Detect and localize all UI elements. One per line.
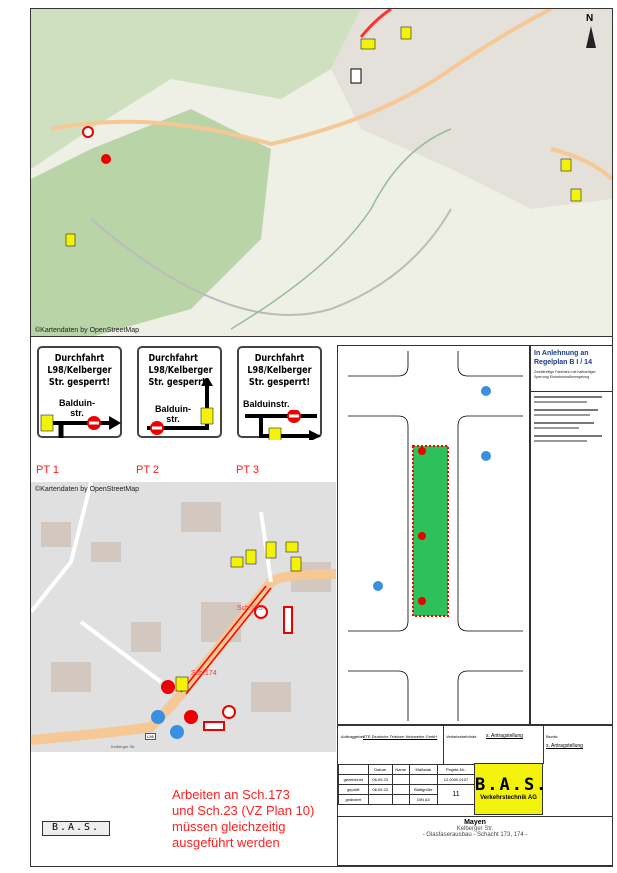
road-label: Kelberger Str.: [111, 744, 136, 749]
project-title: - Glasfaserausbau - Schacht 173, 174 -: [422, 832, 528, 838]
project-street: Kelberger Str.: [456, 826, 494, 832]
sheet-size-label: Blattgröße: [408, 784, 438, 795]
note-line: ausgeführt werden: [172, 835, 280, 850]
detour-sign-pt3: Durchfahrt L98/Kelberger Str. gesperrt! …: [237, 346, 322, 440]
authority-label: Verkehrsbehörde: [446, 734, 477, 739]
client-value: ZTE Deutsche Telekom Netzwerke GmbH: [363, 734, 438, 739]
north-label: N: [586, 13, 594, 24]
header-name: Name: [391, 764, 410, 775]
project-city: Mayen: [464, 819, 486, 826]
sign-street: Balduinstr.: [243, 399, 290, 409]
shaft-174-label: Sch.174: [191, 670, 217, 677]
shaft-173-label: Sch.173: [237, 605, 263, 612]
sign-title: Durchfahrt L98/Kelberger Str. gesperrt!: [247, 353, 312, 388]
company-logo-text: B.A.S.: [475, 775, 549, 795]
regelplan-legend: In Anlehnung an Regelplan B I / 14 Zweis…: [530, 345, 613, 725]
client-label: Auftraggeber:: [341, 734, 366, 739]
sign-title: Durchfahrt L98/Kelberger Str. gesperrt!: [47, 353, 112, 388]
authority-value: s. Antragstellung: [486, 733, 523, 739]
note-line: und Sch.23 (VZ Plan 10): [172, 803, 315, 818]
district-value: s. Antragstellung: [546, 743, 583, 749]
header-project: Projekt-Nr.:: [436, 764, 476, 775]
map-credit: ©Kartendaten by OpenStreetMap: [35, 327, 139, 334]
detour-arrow-icon: [147, 378, 214, 435]
company-name: Verkehrstechnik AG: [480, 795, 537, 801]
row-label: gezeichnet: [338, 774, 369, 785]
pt2-label: PT 2: [136, 464, 160, 476]
row-date: 06.09.23: [367, 774, 393, 785]
pt3-label: PT 3: [236, 464, 260, 476]
project-number: 12 0000 0107: [436, 774, 476, 785]
sheet-size: DIN A3: [408, 794, 438, 805]
row-label: geändert: [338, 794, 369, 805]
title-block: Auftraggeber: ZTE Deutsche Telekom Netzw…: [337, 725, 613, 866]
regelplan-schematic: [348, 351, 523, 721]
north-arrow-icon: N: [586, 13, 596, 48]
overview-map: ©Kartendaten by OpenStreetMap N: [31, 9, 612, 337]
coordination-note: Arbeiten an Sch.173 und Sch.23 (VZ Plan …: [172, 787, 314, 851]
road-number: L98: [145, 733, 156, 740]
detail-map-drawing: [31, 482, 336, 745]
detour-arrow-icon: [40, 414, 121, 438]
detail-map: ©Kartendaten by OpenStreetMap Sch.173 Sc…: [31, 482, 336, 752]
sign-street: Balduin-str.: [155, 404, 191, 424]
pt1-label: PT 1: [36, 464, 60, 476]
detour-sign-pt1: Durchfahrt L98/Kelberger Str. gesperrt! …: [37, 346, 122, 438]
sign-title: Durchfahrt L98/Kelberger Str. gesperrt!: [148, 353, 213, 388]
sign-street: Balduin-str.: [59, 398, 95, 418]
company-logo: B.A.S. Verkehrstechnik AG: [474, 763, 549, 815]
detour-sign-pt2: Durchfahrt L98/Kelberger Str. gesperrt! …: [137, 346, 222, 438]
district-label: Bezirk:: [546, 734, 559, 739]
legend-subtitle: Zweistreifige Fahrbahn mit halbseitiger …: [534, 370, 596, 379]
detour-arrow-icon: [245, 410, 321, 440]
overview-map-drawing: [31, 9, 612, 336]
sheet-number: 11: [436, 784, 476, 805]
header-scale: Maßstab: [408, 764, 438, 775]
note-line: müssen gleichzeitig: [172, 819, 286, 834]
row-label: geprüft: [338, 784, 369, 795]
small-bas-logo: B.A.S.: [42, 821, 110, 836]
legend-title: In Anlehnung an Regelplan B I / 14: [534, 350, 592, 366]
map-credit: ©Kartendaten by OpenStreetMap: [35, 486, 139, 493]
regelplan-drawing: [337, 345, 530, 725]
header-date: Datum: [367, 764, 393, 775]
row-date: 06.09.23: [367, 784, 393, 795]
note-line: Arbeiten an Sch.173: [172, 787, 290, 802]
